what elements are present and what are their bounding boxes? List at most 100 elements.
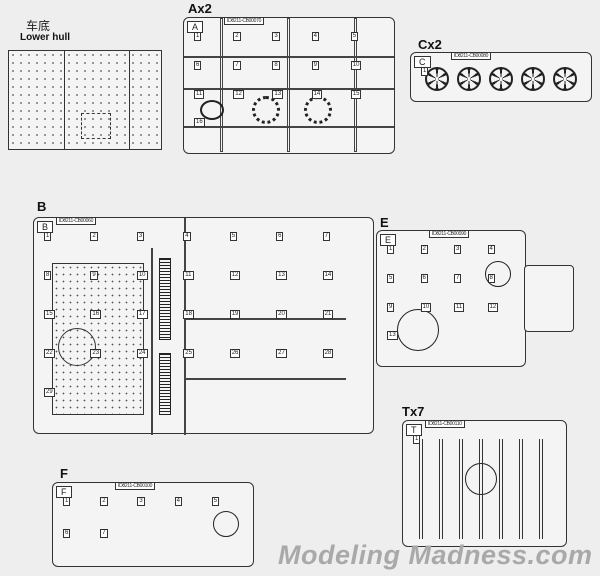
part-number-b-28: 28 xyxy=(322,349,334,358)
sprue-b-code: ID8211-CB00060 xyxy=(56,217,97,225)
sprocket-wheel-icon xyxy=(304,96,332,124)
sprue-a-code: ID8211-CB00070 xyxy=(224,17,265,25)
watermark: Modeling Madness.com xyxy=(278,540,593,570)
part-number-f-2: 2 xyxy=(100,497,108,506)
part-number-t-1: 1 xyxy=(413,435,421,444)
part-number-b-24: 24 xyxy=(136,349,148,358)
road-wheel-icon xyxy=(457,67,481,91)
part-number-a-10: 10 xyxy=(350,60,362,70)
part-number-e-10: 10 xyxy=(420,302,432,312)
part-number-f-1: 1 xyxy=(63,497,71,506)
part-number-b-10: 10 xyxy=(136,271,148,280)
part-number-e-9: 9 xyxy=(387,302,395,312)
part-number-e-2: 2 xyxy=(420,245,428,254)
part-number-b-5: 5 xyxy=(229,232,238,241)
part-number-e-4: 4 xyxy=(487,245,495,254)
part-number-f-7: 7 xyxy=(100,528,108,538)
sprue-f-code: ID8211-CB00100 xyxy=(115,482,156,490)
part-number-b-13: 13 xyxy=(276,271,287,280)
sprue-e-letter: E xyxy=(380,234,397,246)
part-number-b-6: 6 xyxy=(276,232,284,241)
idler-part-icon xyxy=(200,100,224,120)
part-number-b-9: 9 xyxy=(90,271,98,280)
part-number-f-4: 4 xyxy=(174,497,182,506)
part-number-a-15: 15 xyxy=(350,89,362,99)
part-number-a-13: 13 xyxy=(272,89,284,99)
part-number-a-5: 5 xyxy=(350,32,359,41)
sprue-t-code: ID8211-CB00110 xyxy=(425,420,465,428)
part-number-b-27: 27 xyxy=(276,349,287,358)
part-number-e-13: 13 xyxy=(387,331,398,341)
part-number-a-11: 11 xyxy=(194,89,205,99)
part-number-e-12: 12 xyxy=(487,302,499,312)
part-number-e-3: 3 xyxy=(454,245,462,254)
part-number-b-12: 12 xyxy=(229,271,241,280)
part-number-e-5: 5 xyxy=(387,273,395,283)
lower-hull-title-en: Lower hull xyxy=(20,32,70,43)
track-link-part xyxy=(159,353,171,415)
part-number-b-11: 11 xyxy=(183,271,194,280)
part-number-b-26: 26 xyxy=(229,349,241,358)
part-number-b-25: 25 xyxy=(183,349,194,358)
road-wheel-icon xyxy=(553,67,577,91)
part-number-b-22: 22 xyxy=(44,349,55,358)
lower-hull-title-cn: 车底 xyxy=(26,19,51,33)
part-number-e-1: 1 xyxy=(387,245,395,254)
part-number-a-14: 14 xyxy=(311,89,323,99)
part-number-b-16: 16 xyxy=(90,310,102,319)
part-number-b-14: 14 xyxy=(322,271,334,280)
part-number-f-6: 6 xyxy=(63,528,71,538)
part-number-a-3: 3 xyxy=(272,32,280,41)
part-number-c-1: 1 xyxy=(421,67,429,76)
track-link-part xyxy=(159,258,171,340)
part-number-a-16: 16 xyxy=(194,118,205,128)
part-number-a-8: 8 xyxy=(272,60,280,70)
turret-ring-icon xyxy=(397,309,439,351)
part-number-b-2: 2 xyxy=(90,232,98,241)
part-number-a-6: 6 xyxy=(194,60,202,70)
road-wheel-icon xyxy=(521,67,545,91)
part-number-b-29: 29 xyxy=(44,388,55,397)
track-links-grid xyxy=(411,439,558,539)
sprue-e-side-frame xyxy=(524,265,574,332)
part-number-f-5: 5 xyxy=(211,497,220,506)
sprue-c-code: ID8211-CB00080 xyxy=(451,52,492,60)
part-number-b-1: 1 xyxy=(44,232,52,241)
part-number-a-12: 12 xyxy=(233,89,244,99)
sprue-a-heading: Ax2 xyxy=(188,1,212,16)
part-number-a-4: 4 xyxy=(311,32,319,41)
part-number-a-1: 1 xyxy=(194,32,202,41)
sprue-t-frame: T ID8211-CB00110 1 xyxy=(402,420,567,547)
part-number-b-18: 18 xyxy=(183,310,194,319)
sprue-t-heading: Tx7 xyxy=(402,404,425,419)
hatch-ring-icon xyxy=(58,328,96,366)
part-number-a-7: 7 xyxy=(233,60,241,70)
part-number-f-3: 3 xyxy=(137,497,145,506)
part-number-a-2: 2 xyxy=(233,32,241,41)
part-number-b-20: 20 xyxy=(276,310,287,319)
part-number-a-9: 9 xyxy=(311,60,319,70)
sprocket-wheel-icon xyxy=(252,96,280,124)
part-number-b-7: 7 xyxy=(322,232,330,241)
part-number-b-19: 19 xyxy=(229,310,241,319)
part-number-b-21: 21 xyxy=(322,310,334,319)
round-part-icon xyxy=(213,511,239,537)
part-number-b-8: 8 xyxy=(44,271,52,280)
sprue-c-frame: C ID8211-CB00080 1 xyxy=(410,52,592,102)
lower-hull-drawing xyxy=(8,50,162,150)
part-number-b-15: 15 xyxy=(44,310,55,319)
cupola-icon xyxy=(485,261,511,287)
part-number-e-6: 6 xyxy=(420,273,428,283)
sprue-c-heading: Cx2 xyxy=(418,37,442,52)
road-wheel-icon xyxy=(489,67,513,91)
road-wheel-icon xyxy=(425,67,449,91)
sprue-e-code: ID8211-CB00090 xyxy=(429,230,470,238)
part-number-b-4: 4 xyxy=(183,232,191,241)
part-number-b-3: 3 xyxy=(136,232,145,241)
part-number-b-17: 17 xyxy=(136,310,148,319)
part-number-b-23: 23 xyxy=(90,349,102,358)
